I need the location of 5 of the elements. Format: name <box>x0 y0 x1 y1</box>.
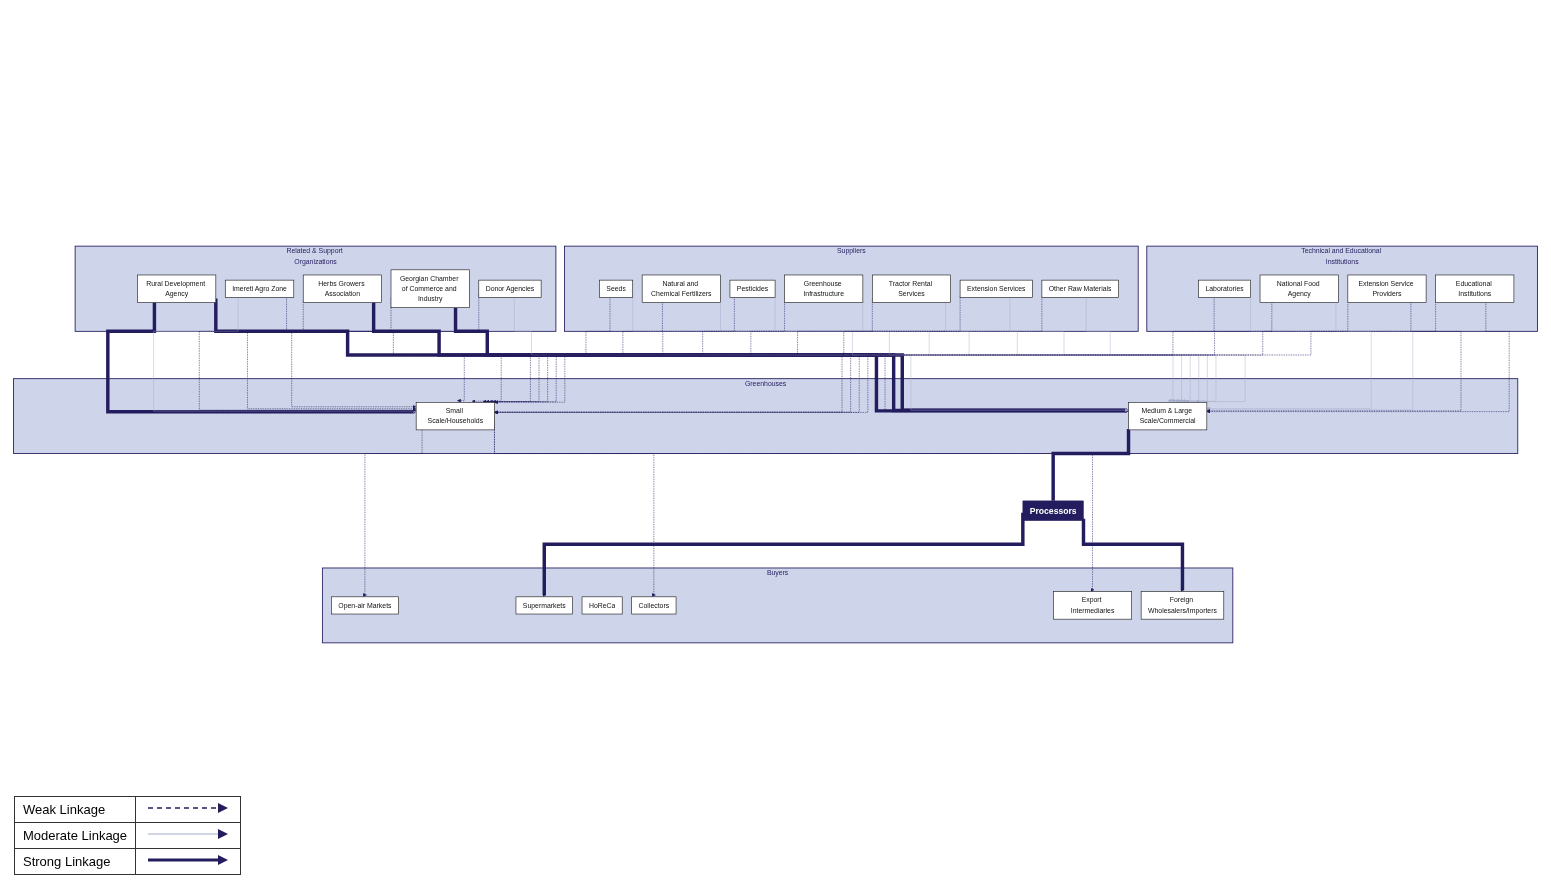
legend-label: Strong Linkage <box>23 854 111 869</box>
node-box: Processors <box>1022 500 1084 521</box>
arrow <box>1081 518 1185 592</box>
legend-label: Moderate Linkage <box>23 828 128 843</box>
legend-label: Weak Linkage <box>23 802 106 817</box>
